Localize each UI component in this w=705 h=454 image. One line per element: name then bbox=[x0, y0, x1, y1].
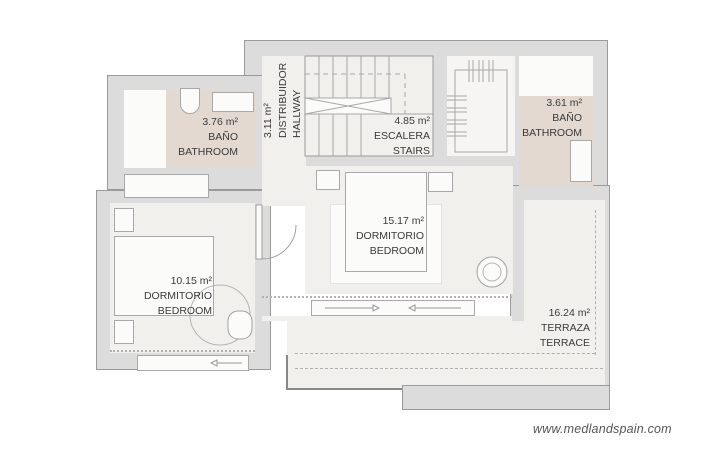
terrace-pergola-line-3 bbox=[595, 210, 596, 355]
terrace-label: 16.24 m² TERRAZA TERRACE bbox=[510, 306, 590, 351]
bathroom-2-label: 3.61 m² BAÑO BATHROOM bbox=[510, 96, 582, 141]
bedroom-main-label: 15.17 m² DORMITORIO BEDROOM bbox=[340, 214, 424, 259]
bedroom-2-curtain bbox=[110, 350, 255, 352]
bathroom-1-area: 3.76 m² bbox=[202, 116, 238, 128]
sliding-door-arrow-left bbox=[209, 359, 242, 367]
bedroom-2-nightstand-top bbox=[114, 208, 134, 232]
bathroom-2-area: 3.61 m² bbox=[546, 97, 582, 109]
bedroom-main-name-es: DORMITORIO bbox=[355, 230, 424, 242]
bathroom-1-sink bbox=[212, 92, 254, 112]
terrace-name-es: TERRAZA bbox=[540, 322, 590, 334]
bedroom-main-bed bbox=[345, 172, 427, 272]
terrace-floor bbox=[262, 316, 512, 321]
closet-left bbox=[124, 174, 209, 198]
terrace-border-bottom bbox=[286, 388, 402, 390]
terrace-pergola-line-1 bbox=[295, 353, 595, 354]
bathroom-2-sink bbox=[570, 140, 592, 182]
stairs-name-es: ESCALERA bbox=[373, 130, 430, 142]
bathroom-1-name-en: BATHROOM bbox=[178, 146, 238, 158]
sliding-door-arrows bbox=[325, 304, 461, 312]
stairs-label: 4.85 m² ESCALERA STAIRS bbox=[358, 114, 430, 159]
hallway-name-es: DISTRIBUIDOR bbox=[277, 62, 289, 138]
bedroom-2-sliding-door bbox=[137, 355, 249, 371]
armchair-icon bbox=[476, 256, 508, 288]
bathroom-1-toilet bbox=[180, 88, 200, 114]
bathroom-1-name-es: BAÑO bbox=[208, 131, 238, 143]
bathroom-1-label: 3.76 m² BAÑO BATHROOM bbox=[162, 115, 238, 160]
bedroom-main-name-en: BEDROOM bbox=[369, 245, 424, 257]
bathroom-2-name-en: BATHROOM bbox=[522, 127, 582, 139]
terrace-ledge bbox=[402, 385, 610, 410]
closet-right bbox=[447, 56, 515, 156]
terrace-area: 16.24 m² bbox=[548, 307, 590, 319]
bathroom-2-shower bbox=[519, 56, 593, 96]
bedroom-2-name-es: DORMITORIO bbox=[143, 290, 212, 302]
watermark: www.medlandspain.com bbox=[533, 422, 672, 436]
stairs-area: 4.85 m² bbox=[394, 115, 430, 127]
bedroom-main-curtain bbox=[262, 296, 512, 298]
hallway-area: 3.11 m² bbox=[262, 103, 274, 138]
bathroom-2-name-es: BAÑO bbox=[552, 112, 582, 124]
bedroom-main-nightstand bbox=[428, 172, 453, 192]
terrace-pergola-line-2 bbox=[295, 368, 603, 369]
terrace-floor-right bbox=[524, 200, 605, 321]
stairs-name-en: STAIRS bbox=[392, 145, 430, 157]
hallway-floor bbox=[262, 56, 306, 206]
stairs-steps bbox=[304, 55, 434, 157]
hallway-door-swing bbox=[255, 204, 297, 260]
bedroom-main-sliding-door bbox=[311, 300, 475, 316]
closet-right-hangers bbox=[447, 60, 508, 153]
terrace-border-left bbox=[286, 355, 288, 390]
bedroom-2-nightstand-bottom bbox=[114, 320, 134, 344]
bedroom-2-area: 10.15 m² bbox=[170, 275, 212, 287]
hallway-name-en: HALLWAY bbox=[291, 89, 303, 138]
terrace-name-en: TERRACE bbox=[539, 337, 590, 349]
bathroom-1-shower bbox=[124, 90, 166, 168]
bedroom-2-rug-and-chair bbox=[189, 284, 253, 346]
bedroom-2-name-en: BEDROOM bbox=[157, 305, 212, 317]
bedroom-main-area: 15.17 m² bbox=[382, 215, 424, 227]
bedroom-2-label: 10.15 m² DORMITORIO BEDROOM bbox=[130, 274, 212, 319]
terrace-floor-main bbox=[287, 321, 605, 388]
bedroom-2-bed bbox=[114, 236, 214, 316]
bedroom-main-ac-unit bbox=[316, 170, 340, 190]
